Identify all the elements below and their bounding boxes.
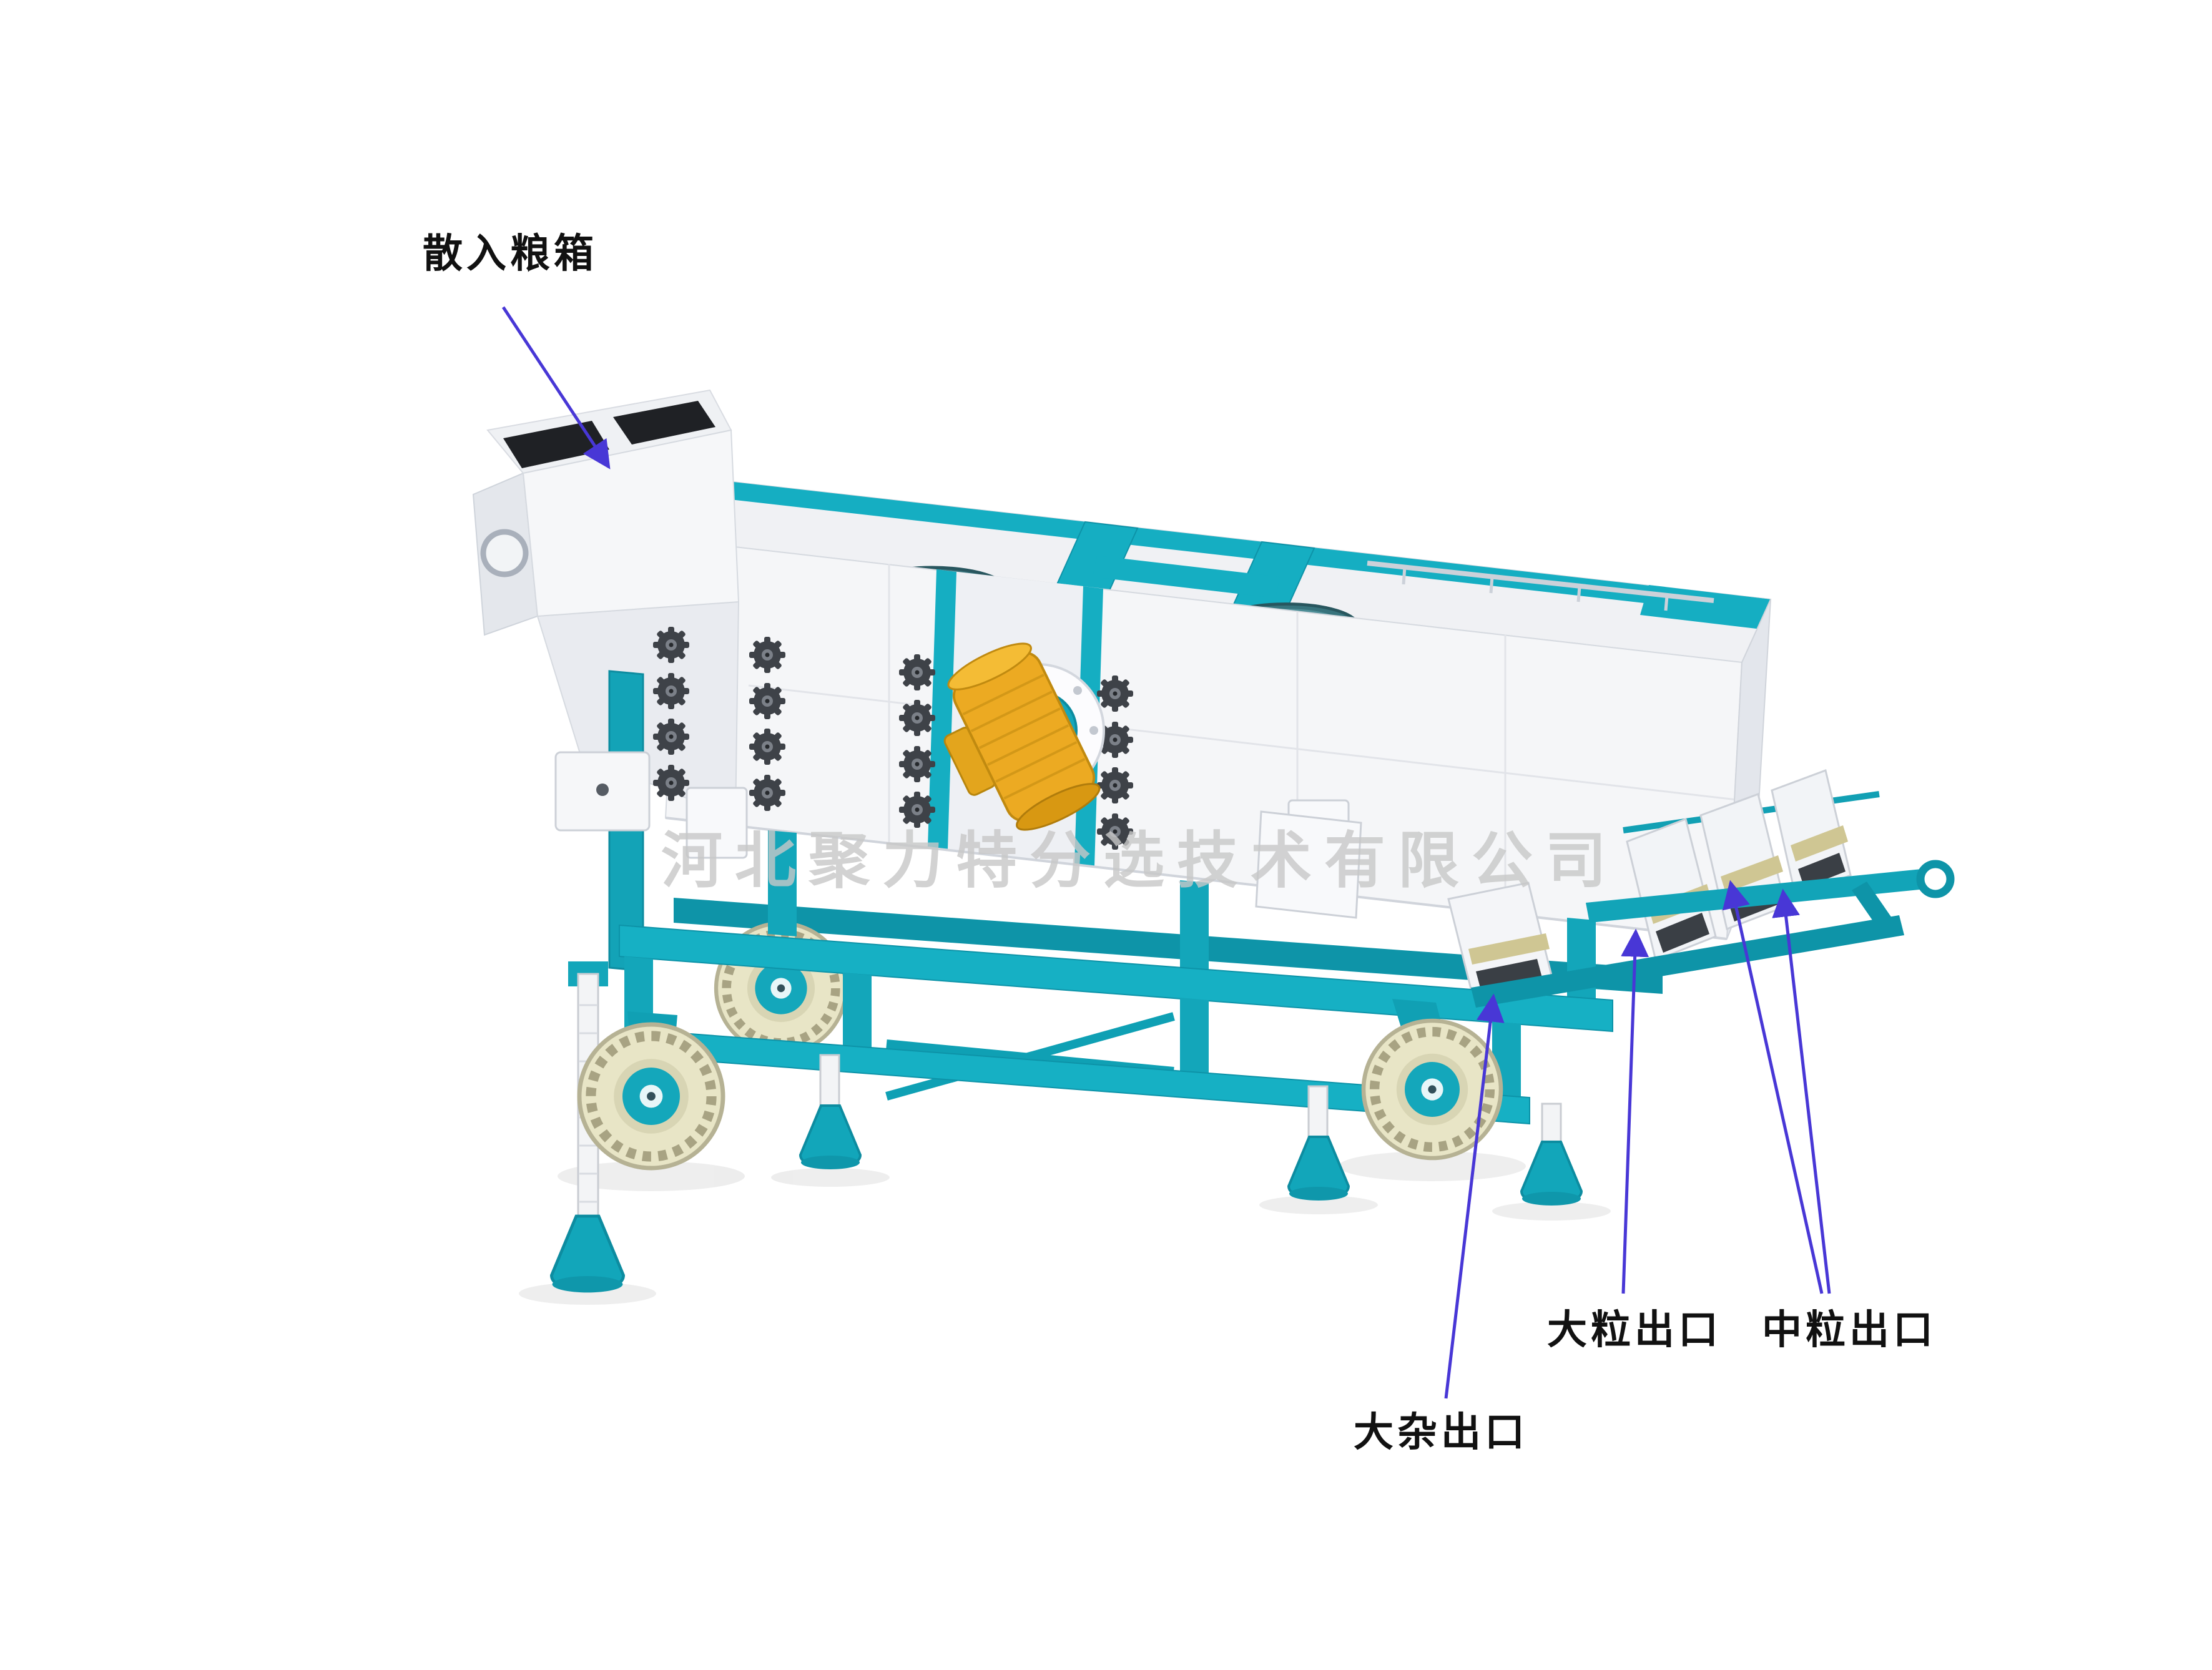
label-inlet-hopper: 散入粮箱 bbox=[423, 231, 597, 276]
annotation-arrows bbox=[501, 306, 1831, 1399]
arrow-medium-grain-outlet-1 bbox=[1722, 880, 1824, 1294]
arrow-inlet-hopper bbox=[501, 306, 611, 469]
hopper-opening-right bbox=[613, 401, 715, 445]
chassis-frame bbox=[619, 830, 1613, 1125]
label-large-grain-outlet: 大粒出口 bbox=[1547, 1307, 1722, 1352]
arrow-large-impurity-outlet bbox=[1444, 993, 1505, 1399]
tow-bar bbox=[1471, 860, 1955, 1008]
top-back-rail bbox=[1367, 561, 1714, 611]
discharge-chutes bbox=[1447, 769, 1880, 995]
junction-boxes bbox=[686, 787, 1362, 919]
front-left-wheel bbox=[579, 1011, 723, 1168]
ground-shadows bbox=[519, 1151, 1611, 1305]
vibration-motor bbox=[943, 642, 1105, 831]
large-impurity-chute bbox=[1447, 882, 1553, 995]
hopper-opening-left bbox=[503, 421, 609, 468]
medium-grain-chute-2 bbox=[1771, 769, 1852, 898]
hopper-window-ring bbox=[480, 529, 529, 577]
watermark-text: 河北聚力特分选技术有限公司 bbox=[661, 826, 1619, 895]
screw-leg-mid-right bbox=[1287, 1085, 1350, 1202]
screw-leg-mid-left bbox=[799, 1054, 862, 1171]
front-right-wheel bbox=[1364, 999, 1501, 1158]
inlet-hopper bbox=[472, 389, 740, 636]
screw-leg-rear-right bbox=[1520, 1103, 1583, 1207]
rear-frame-beam bbox=[674, 898, 1663, 994]
left-drive-unit bbox=[554, 670, 651, 972]
arrow-large-grain-outlet bbox=[1621, 928, 1649, 1294]
label-medium-grain-outlet: 中粒出口 bbox=[1762, 1307, 1937, 1352]
arrow-medium-grain-outlet-2 bbox=[1772, 888, 1831, 1294]
label-large-impurity-outlet: 大杂出口 bbox=[1354, 1410, 1528, 1455]
